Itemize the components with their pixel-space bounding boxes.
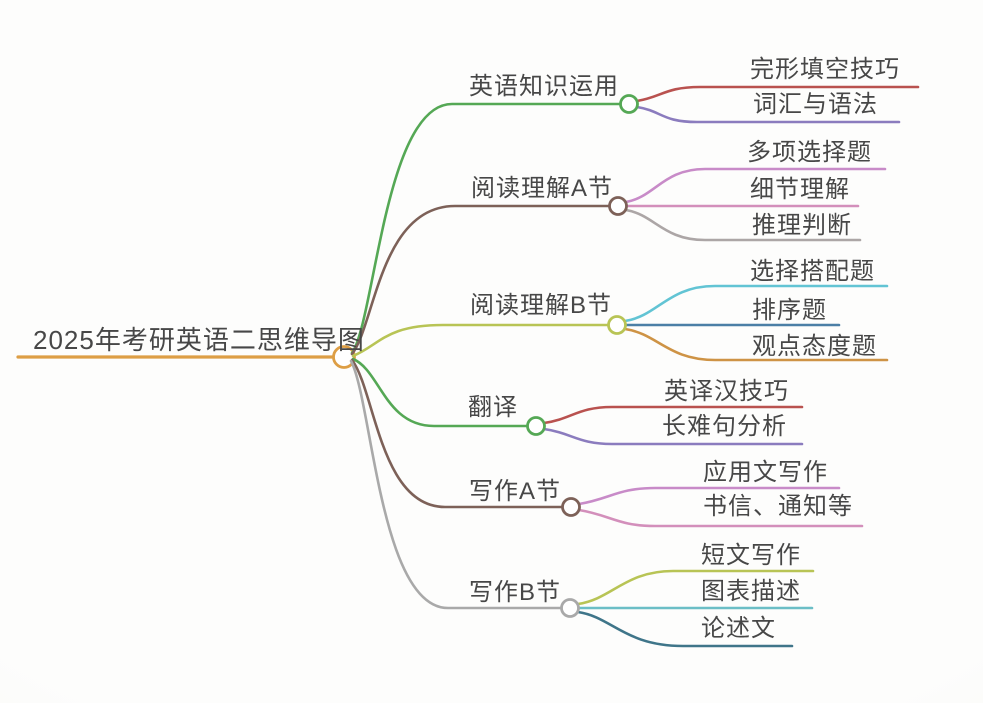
leaf-line <box>576 569 815 606</box>
root-node-toggle[interactable] <box>332 345 356 369</box>
leaf-node-label[interactable]: 图表描述 <box>701 578 801 605</box>
branch-line <box>351 323 610 358</box>
leaf-line <box>577 486 841 506</box>
branch-line <box>350 102 622 355</box>
branch-node-toggle[interactable] <box>526 416 546 436</box>
leaf-node-label[interactable]: 英译汉技巧 <box>664 378 789 405</box>
branch-node-toggle[interactable] <box>560 598 580 618</box>
branch-node-label[interactable]: 阅读理解A节 <box>471 175 614 202</box>
branch-node-label[interactable]: 写作A节 <box>469 478 562 505</box>
root-node-label[interactable]: 2025年考研英语二思维导图 <box>33 325 365 355</box>
branch-node-label[interactable]: 英语知识运用 <box>469 73 619 100</box>
leaf-node-label[interactable]: 应用文写作 <box>703 459 828 486</box>
leaf-line <box>623 284 889 323</box>
branch-node-toggle[interactable] <box>608 196 628 216</box>
branch-line <box>350 204 611 356</box>
leaf-node-label[interactable]: 选择搭配题 <box>750 258 875 285</box>
leaf-line <box>635 105 901 124</box>
branch-node-label[interactable]: 阅读理解B节 <box>470 292 613 319</box>
leaf-line <box>542 405 804 425</box>
leaf-node-label[interactable]: 多项选择题 <box>747 139 872 166</box>
leaf-line <box>576 610 794 648</box>
leaf-node-label[interactable]: 短文写作 <box>701 542 801 569</box>
branch-node-toggle[interactable] <box>561 497 581 517</box>
branch-line <box>351 357 529 428</box>
leaf-node-label[interactable]: 词汇与语法 <box>753 91 878 118</box>
branch-line <box>349 359 563 610</box>
branch-node-toggle[interactable] <box>607 315 627 335</box>
leaf-line <box>635 85 920 103</box>
leaf-node-label[interactable]: 论述文 <box>701 615 776 642</box>
leaf-node-label[interactable]: 长难句分析 <box>662 413 787 440</box>
leaf-line <box>577 508 864 528</box>
branch-node-label[interactable]: 写作B节 <box>469 579 562 606</box>
leaf-line <box>624 208 862 242</box>
branch-node-label[interactable]: 翻译 <box>468 394 518 421</box>
leaf-node-label[interactable]: 推理判断 <box>752 212 852 239</box>
branch-line <box>350 358 564 509</box>
leaf-line <box>623 327 889 362</box>
leaf-node-label[interactable]: 排序题 <box>752 297 827 324</box>
leaf-node-label[interactable]: 观点态度题 <box>752 333 877 360</box>
leaf-line <box>542 427 804 446</box>
leaf-node-label[interactable]: 书信、通知等 <box>703 493 853 520</box>
leaf-node-label[interactable]: 细节理解 <box>750 176 850 203</box>
leaf-line <box>624 167 887 204</box>
branch-node-toggle[interactable] <box>619 94 639 114</box>
leaf-node-label[interactable]: 完形填空技巧 <box>750 56 900 83</box>
